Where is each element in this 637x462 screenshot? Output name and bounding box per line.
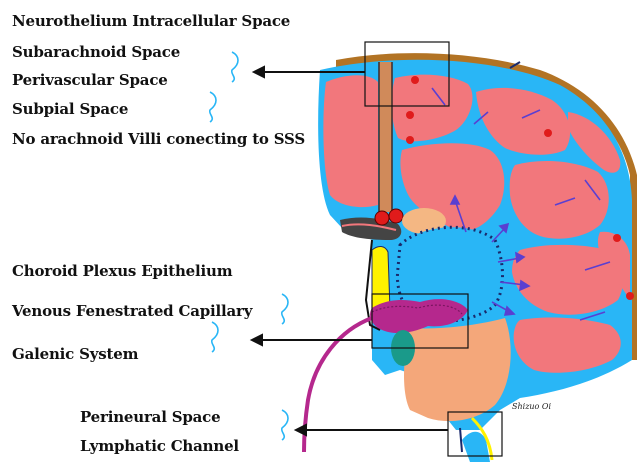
- label-perineural-space: Perineural Space: [80, 408, 220, 426]
- label-venous-fenestrated-capillary: Venous Fenestrated Capillary: [12, 302, 252, 320]
- label-lymphatic-channel: Lymphatic Channel: [80, 437, 239, 455]
- bracket-curls: [210, 52, 288, 440]
- label-choroid-plexus-epithelium: Choroid Plexus Epithelium: [12, 262, 232, 280]
- vessel-dot: [375, 211, 389, 225]
- label-subarachnoid-space: Subarachnoid Space: [12, 43, 180, 61]
- label-neurothelium-intracellular-space: Neurothelium Intracellular Space: [12, 12, 290, 30]
- gyrus-frontal: [323, 75, 378, 207]
- label-perivascular-space: Perivascular Space: [12, 71, 168, 89]
- label-no-arachnoid-villi: No arachnoid Villi conecting to SSS: [12, 130, 305, 148]
- magenta-vessel: [304, 318, 372, 452]
- vessel-dot: [389, 209, 403, 223]
- label-subpial-space: Subpial Space: [12, 100, 128, 118]
- author-signature: Shizuo Oi: [512, 402, 551, 411]
- label-galenic-system: Galenic System: [12, 345, 138, 363]
- midline-channel: [379, 62, 392, 212]
- perineural-dark-line: [460, 428, 462, 452]
